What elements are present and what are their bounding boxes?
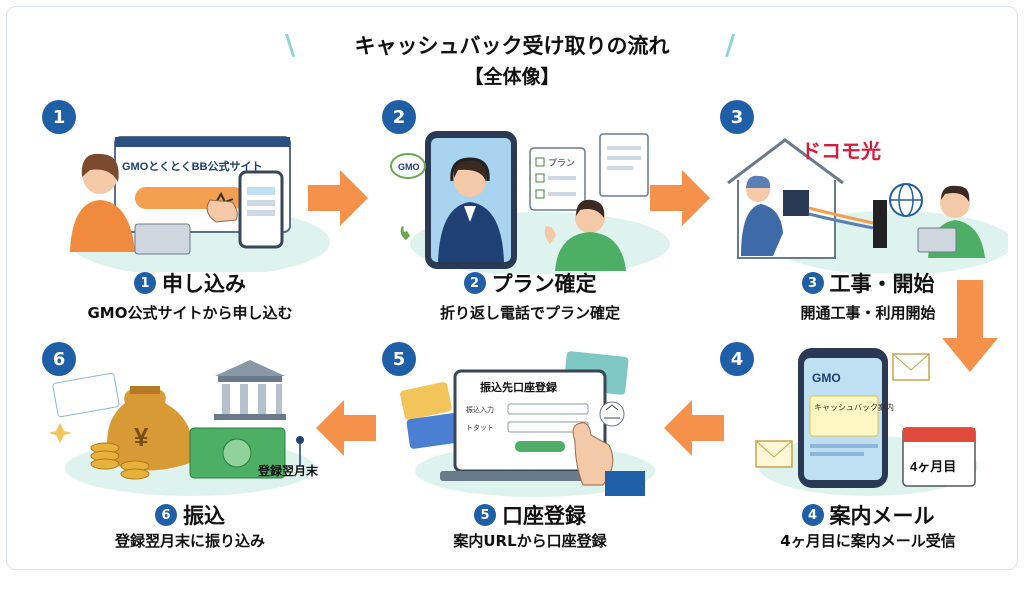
step-number-badge: 3 bbox=[720, 100, 754, 134]
step-title-3: 3 工事・開始 bbox=[718, 268, 1018, 298]
brand-logo-text: ドコモ光 bbox=[801, 140, 881, 163]
step-number-badge: 5 bbox=[382, 342, 416, 376]
step-number-badge: 1 bbox=[42, 100, 76, 134]
step-title-4: 4 案内メール bbox=[718, 500, 1018, 530]
flow-arrow-right-2 bbox=[650, 170, 710, 226]
form-field-label-1: 振込入力 bbox=[466, 405, 494, 414]
step-title-number: 1 bbox=[134, 272, 156, 294]
step-label: 案内メール bbox=[829, 504, 935, 528]
step-description: 案内URLから口座登録 bbox=[453, 532, 607, 550]
step-title-number: 6 bbox=[155, 504, 177, 526]
step-title-2: 2 プラン確定 bbox=[380, 268, 680, 298]
apply-illustration: GMOとくとくBB公式サイト bbox=[70, 136, 330, 272]
step-title-number: 5 bbox=[474, 504, 496, 526]
step-title-number: 4 bbox=[801, 504, 824, 526]
transfer-date-note: 登録翌月末 bbox=[258, 464, 319, 478]
doc-label-text: プラン bbox=[548, 158, 575, 168]
phone-call-illustration: GMO プラン bbox=[390, 131, 670, 274]
bubble-logo-text: GMO bbox=[398, 162, 420, 172]
step-number-badge: 6 bbox=[42, 342, 76, 376]
mail-notice-illustration: GMO キャッシュバック案内 4ヶ月目 bbox=[755, 348, 978, 496]
form-title-text: 振込先口座登録 bbox=[480, 380, 558, 394]
step-label: 工事・開始 bbox=[829, 272, 935, 296]
step-4: 4 GMO キャッシュバック案内 4ヶ月目 4 案内メール 4ヶ月目に案内メール… bbox=[718, 340, 1018, 610]
step-number-badge: 4 bbox=[720, 342, 754, 376]
step-label: 申し込み bbox=[162, 272, 246, 296]
step-title-number: 2 bbox=[463, 272, 486, 294]
step-3: 3 ドコモ光 3 工事・開始 開通工事・利用開始 bbox=[718, 98, 1018, 368]
step-description: 4ヶ月目に案内メール受信 bbox=[780, 532, 956, 550]
step-title-number: 3 bbox=[801, 272, 824, 294]
phone-logo-text: GMO bbox=[812, 371, 841, 385]
step-title-1: 1 申し込み bbox=[40, 268, 340, 298]
step-description: 開通工事・利用開始 bbox=[800, 304, 936, 322]
step-number-badge: 2 bbox=[382, 100, 416, 134]
flow-arrow-down bbox=[942, 280, 998, 372]
step-title-5: 5 口座登録 bbox=[380, 500, 680, 530]
step-2: 2 GMO プラン 2 プラン確定 折り返し電話でプラン確定 bbox=[380, 98, 680, 368]
step-description: 折り返し電話でプラン確定 bbox=[439, 304, 620, 322]
step-6: 6 ¥ 登録翌月末 6 振込 登録翌月末に振り込み bbox=[40, 340, 340, 610]
flow-arrow-left-1 bbox=[664, 400, 724, 456]
step-label: 口座登録 bbox=[502, 504, 586, 528]
page-title: キャッシュバック受け取りの流れ bbox=[354, 34, 670, 58]
construction-illustration: ドコモ光 bbox=[727, 138, 1008, 273]
step-5: 5 振込先口座登録 振込入力 トタット 5 口座登録 案内URLから口座登録 bbox=[380, 340, 680, 610]
account-registration-illustration: 振込先口座登録 振込入力 トタット bbox=[400, 351, 655, 497]
decor-slash-left: \ bbox=[285, 28, 296, 61]
step-label: プラン確定 bbox=[491, 272, 597, 296]
step-label: 振込 bbox=[183, 504, 225, 528]
decor-slash-right: / bbox=[725, 28, 736, 61]
bank-transfer-illustration: ¥ bbox=[50, 360, 315, 496]
calendar-text: 4ヶ月目 bbox=[910, 459, 956, 474]
site-name-text: GMOとくとくBB公式サイト bbox=[122, 159, 263, 173]
flow-arrow-right-1 bbox=[308, 170, 368, 226]
step-description: 登録翌月末に振り込み bbox=[114, 532, 265, 550]
step-description: GMO公式サイトから申し込む bbox=[87, 304, 293, 322]
flow-arrow-left-2 bbox=[316, 400, 376, 456]
step-1: 1 GMOとくとくBB公式サイト 1 申し込み GMO公式サイトから申し込む bbox=[40, 98, 340, 368]
money-bag-yen-text: ¥ bbox=[134, 422, 149, 452]
message-text: キャッシュバック案内 bbox=[814, 402, 894, 412]
form-field-label-2: トタット bbox=[466, 423, 494, 432]
step-title-6: 6 振込 bbox=[40, 500, 340, 530]
page-subtitle: 【全体像】 bbox=[464, 66, 560, 88]
